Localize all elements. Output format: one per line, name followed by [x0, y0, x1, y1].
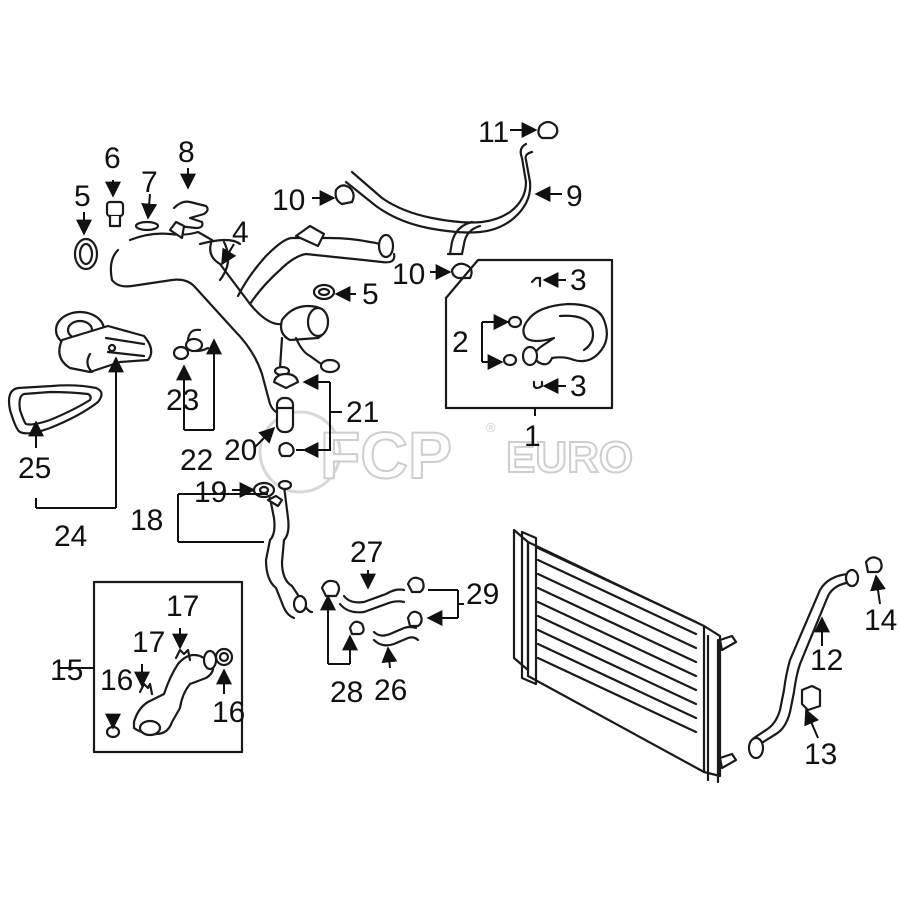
watermark-suffix: EURO — [506, 433, 633, 482]
callout-numbers: 1 2 3 3 4 5 5 6 7 8 9 10 10 11 12 13 14 … — [18, 116, 897, 771]
hose-clamp-10-top — [334, 184, 355, 206]
thermostat-housing — [54, 310, 153, 374]
callout-16-left: 16 — [100, 664, 133, 697]
callout-6: 6 — [104, 142, 121, 175]
callout-8: 8 — [178, 136, 195, 169]
coolant-pipe-18 — [264, 479, 314, 620]
callout-28: 28 — [330, 676, 363, 709]
callout-25: 25 — [18, 452, 51, 485]
callout-4: 4 — [232, 216, 249, 249]
callout-13: 13 — [804, 738, 837, 771]
callout-3-top: 3 — [570, 264, 587, 297]
fcp-euro-watermark: FCP ® EURO — [258, 410, 634, 494]
clamp-21-top — [272, 372, 300, 390]
coolant-pipe-main — [109, 220, 396, 415]
hose-27 — [338, 588, 406, 614]
callout-2: 2 — [452, 326, 469, 359]
callout-10-top: 10 — [272, 184, 305, 217]
callout-11: 11 — [478, 116, 509, 149]
callout-29: 29 — [466, 578, 499, 611]
callout-10-bottom: 10 — [392, 258, 425, 291]
clamp-21-bottom — [278, 441, 295, 458]
o-ring-left — [73, 237, 99, 271]
sensor-seal — [134, 220, 160, 232]
callout-17-left: 17 — [132, 626, 165, 659]
radiator-hose-12 — [747, 568, 860, 760]
callout-24: 24 — [54, 520, 87, 553]
callout-14: 14 — [864, 604, 897, 637]
clamp-14 — [864, 556, 883, 574]
sensor-clip — [172, 200, 209, 230]
callout-5-right: 5 — [362, 278, 379, 311]
clamp-28-bottom — [348, 620, 365, 636]
callout-9: 9 — [566, 180, 583, 213]
leader-lines — [28, 122, 886, 739]
callout-23: 23 — [166, 384, 199, 417]
radiator — [512, 528, 738, 784]
callout-15: 15 — [50, 654, 83, 687]
callout-17-top: 17 — [166, 590, 199, 623]
clip-13 — [800, 684, 822, 712]
hose-assembly-box — [444, 258, 614, 410]
callout-21: 21 — [346, 396, 379, 429]
connector-20 — [275, 396, 295, 434]
watermark-registered: ® — [486, 420, 496, 435]
clamp-29-top — [406, 576, 425, 594]
callout-19: 19 — [194, 476, 227, 509]
washer-23 — [172, 345, 190, 361]
callout-12: 12 — [810, 644, 843, 677]
callout-18: 18 — [130, 504, 163, 537]
bleeder-hose-9 — [344, 142, 534, 256]
watermark-brand: FCP — [320, 418, 452, 492]
hose-26 — [372, 625, 420, 647]
callout-27: 27 — [350, 536, 383, 569]
temp-sensor — [105, 200, 125, 228]
hose-box-15 — [92, 580, 244, 754]
callout-26: 26 — [374, 674, 407, 707]
o-ring-right — [312, 283, 336, 301]
callout-20: 20 — [224, 434, 257, 467]
callout-16-right: 16 — [212, 696, 245, 729]
callout-22: 22 — [180, 444, 213, 477]
callout-5-left: 5 — [74, 180, 91, 213]
housing-gasket — [7, 384, 103, 435]
callout-3-bottom: 3 — [570, 370, 587, 403]
callout-1: 1 — [524, 420, 541, 453]
callout-7: 7 — [141, 166, 158, 199]
hose-clamp-11 — [537, 120, 559, 140]
clamp-29-bottom — [406, 610, 423, 628]
clamp-28-top — [320, 579, 341, 598]
